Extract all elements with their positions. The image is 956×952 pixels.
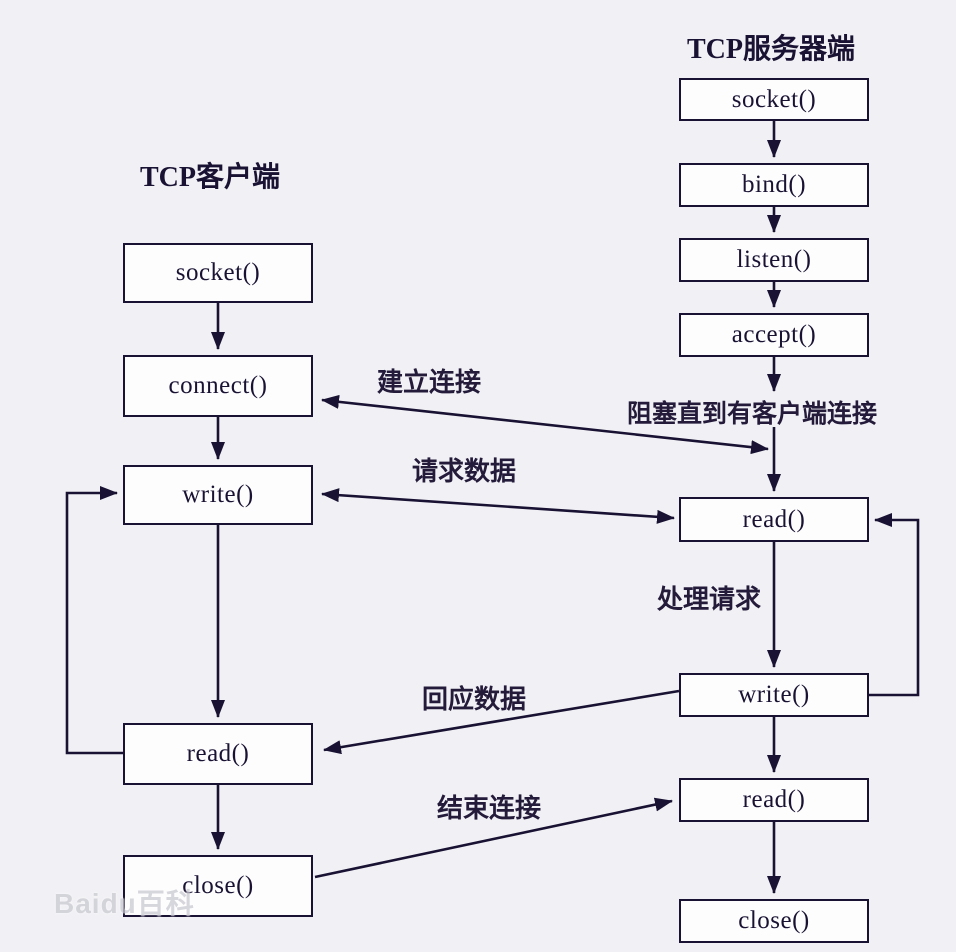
arrow-establish-connection [321, 394, 769, 455]
server-write-box: write() [679, 673, 869, 717]
block-until-client-label: 阻塞直到有客户端连接 [627, 401, 878, 428]
client-read-box: read() [123, 723, 313, 785]
client-socket-box: socket() [123, 243, 313, 303]
server-bind-box: bind() [679, 163, 869, 207]
server-write-read-loop [869, 513, 920, 697]
server-column-title: TCP服务器端 [687, 34, 856, 65]
process-request-label: 处理请求 [657, 585, 762, 614]
request-data-label: 请求数据 [412, 457, 517, 486]
server-read2-box: read() [679, 778, 869, 822]
client-write-box: write() [123, 465, 313, 525]
server-close-box: close() [679, 899, 869, 943]
response-data-label: 回应数据 [422, 685, 527, 714]
server-accept-box: accept() [679, 313, 869, 357]
server-read-box: read() [679, 497, 869, 542]
arrow-response-data [323, 689, 680, 755]
client-column-title: TCP客户端 [140, 162, 281, 193]
client-read-write-loop [65, 486, 123, 755]
establish-connection-label: 建立连接 [377, 368, 482, 397]
arrow-finish-connection [314, 797, 673, 879]
arrow-request-data [321, 488, 675, 524]
baidu-baike-watermark: Baidu百科 [54, 888, 195, 919]
finish-connection-label: 结束连接 [437, 794, 542, 823]
client-connect-box: connect() [123, 355, 313, 417]
server-listen-box: listen() [679, 238, 869, 282]
client-close-box: close() [123, 855, 313, 917]
server-socket-box: socket() [679, 78, 869, 121]
